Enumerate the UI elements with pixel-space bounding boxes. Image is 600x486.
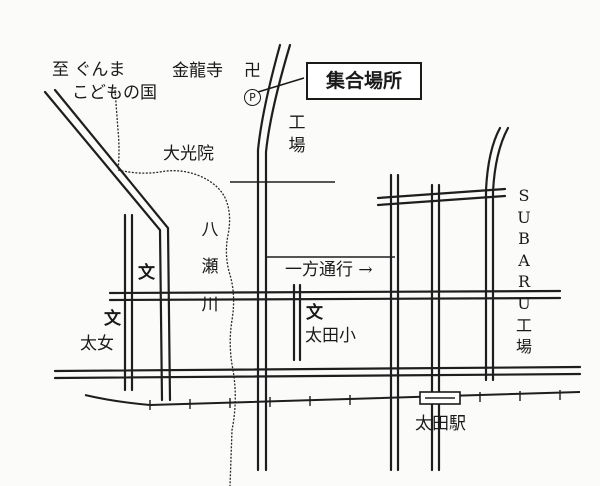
label-ota-elementary: 太田小 xyxy=(305,326,356,346)
road-koujou-west xyxy=(256,43,282,472)
label-ota-station: 太田駅 xyxy=(415,414,466,434)
school-icon-ota-girls: 文 xyxy=(104,309,121,329)
diagonal-road-outer xyxy=(43,90,164,402)
south-road-south xyxy=(53,372,582,380)
meeting-place-leader xyxy=(257,77,305,93)
upper-east-road-north xyxy=(376,187,507,200)
school-icon-north: 文 xyxy=(138,263,155,283)
label-kinryuji: 金龍寺 xyxy=(172,61,223,81)
railway-ticks xyxy=(149,390,561,410)
subaru-road-west xyxy=(484,126,502,382)
stream-line xyxy=(114,89,120,171)
label-to-gunma: 至 ぐんま xyxy=(52,60,126,80)
upper-east-road-south xyxy=(376,194,507,207)
railway-line xyxy=(84,391,581,407)
yase-river-line xyxy=(117,169,236,486)
south-road-north xyxy=(53,365,582,373)
parking-icon: P xyxy=(244,89,261,106)
road-koujou-east xyxy=(264,43,292,472)
label-one-way: 一方通行 → xyxy=(285,260,373,280)
school-icon-ota-elementary: 文 xyxy=(306,303,323,323)
diagonal-road-inner xyxy=(53,88,172,402)
label-ota-girls: 太女 xyxy=(80,334,114,354)
temple-icon: 卍 xyxy=(244,61,261,81)
label-kodomonokuni: こどもの国 xyxy=(72,83,157,103)
label-daikoin: 大光院 xyxy=(163,144,214,164)
meeting-place-callout: 集合場所 xyxy=(306,62,422,100)
subaru-road-east xyxy=(491,126,510,382)
label-yase-river: 八瀬川 xyxy=(201,220,219,315)
label-koujou: 工場 xyxy=(288,113,306,156)
